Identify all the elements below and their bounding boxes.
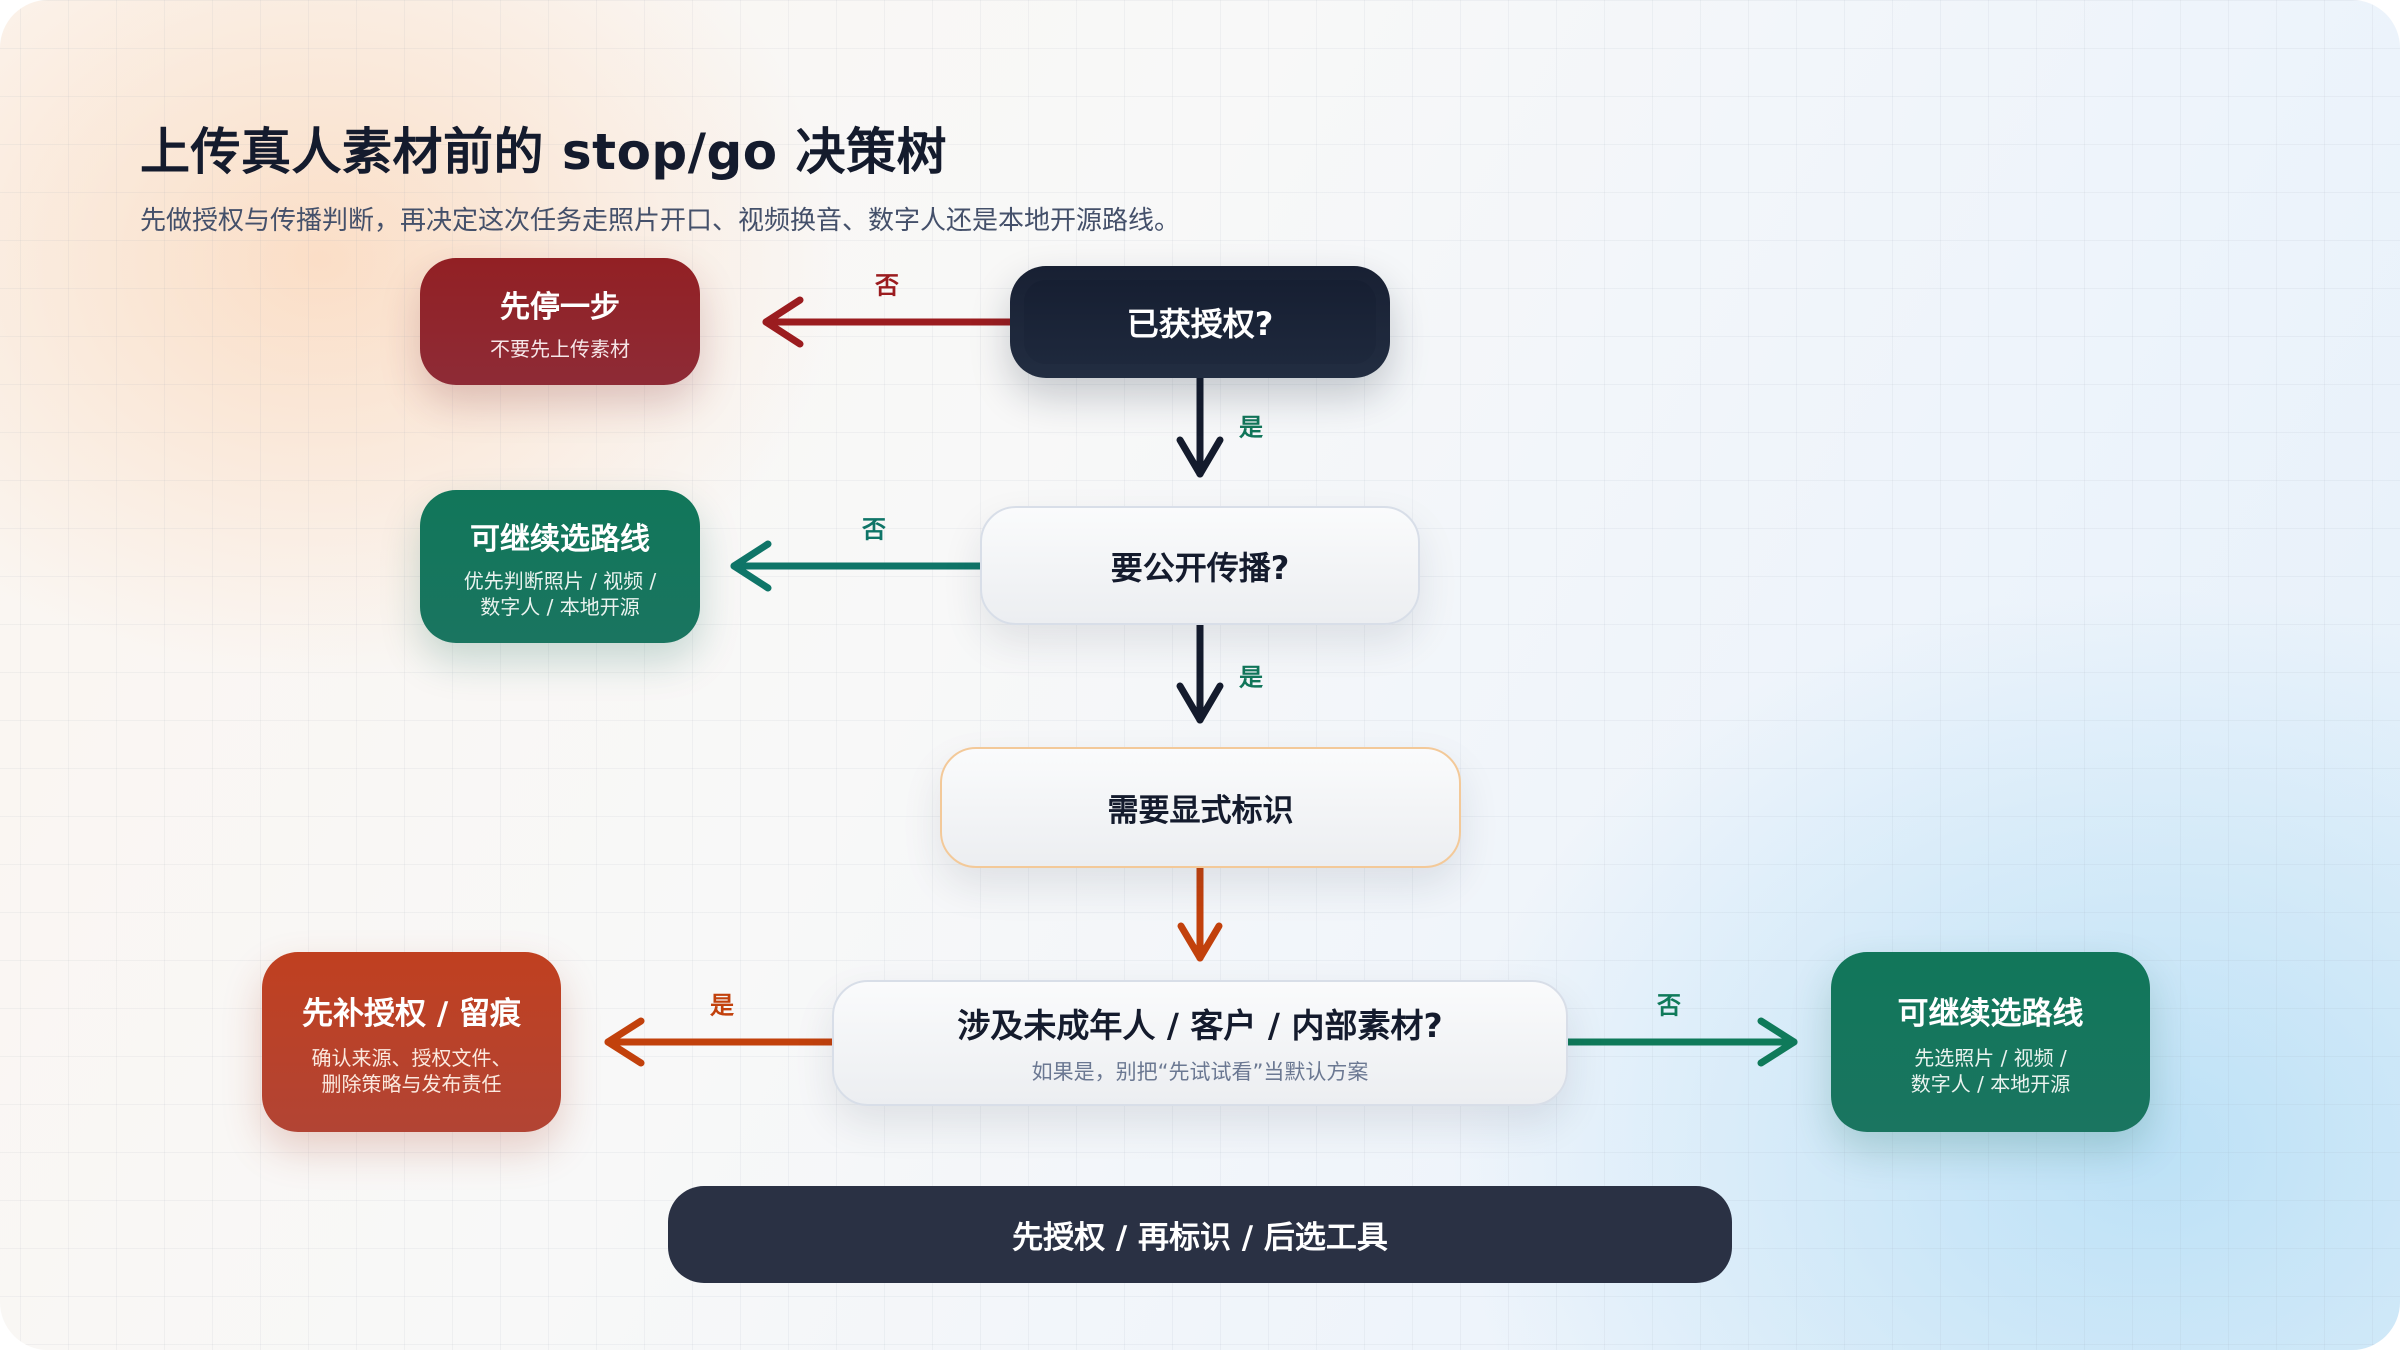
node-route-public[interactable]: 可继续选路线 先选照片 / 视频 / 数字人 / 本地开源 xyxy=(1831,952,2150,1132)
edge-label-yes: 是 xyxy=(1239,663,1263,692)
node-detail-line: 数字人 / 本地开源 xyxy=(1910,1071,2071,1096)
footer-label: 先授权 / 再标识 / 后选工具 xyxy=(1012,1220,1388,1256)
arrowhead-down-icon xyxy=(1177,922,1223,962)
node-label: 先补授权 / 留痕 xyxy=(302,995,521,1032)
node-sensitive[interactable]: 涉及未成年人 / 客户 / 内部素材? 如果是，别把“先试试看”当默认方案 xyxy=(832,980,1568,1106)
node-label: 可继续选路线 xyxy=(1897,995,2084,1032)
page-subtitle: 先做授权与传播判断，再决定这次任务走照片开口、视频换音、数字人还是本地开源路线。 xyxy=(140,206,1181,236)
page-title: 上传真人素材前的 stop/go 决策树 xyxy=(140,123,948,181)
arrowhead-down-icon xyxy=(1176,436,1224,478)
node-label-required[interactable]: 需要显式标识 xyxy=(940,747,1461,868)
node-label: 已获授权? xyxy=(1126,305,1274,343)
node-stop[interactable]: 先停一步 不要先上传素材 xyxy=(420,258,700,385)
arrowhead-down-icon xyxy=(1176,682,1224,724)
node-public[interactable]: 要公开传播? xyxy=(980,506,1420,625)
node-detail-line: 数字人 / 本地开源 xyxy=(480,594,640,619)
edge-label-yes: 是 xyxy=(1239,413,1263,442)
node-remediate[interactable]: 先补授权 / 留痕 确认来源、授权文件、 删除策略与发布责任 xyxy=(262,952,561,1132)
edge-sensitive-no xyxy=(1562,1017,1798,1067)
node-label: 先停一步 xyxy=(500,289,620,325)
node-detail: 不要先上传素材 xyxy=(490,336,630,361)
edge-authorized-no xyxy=(762,296,1014,348)
edge-label-no: 否 xyxy=(862,515,886,544)
node-route-private[interactable]: 可继续选路线 优先判断照片 / 视频 / 数字人 / 本地开源 xyxy=(420,490,700,643)
node-detail-line: 确认来源、授权文件、 xyxy=(311,1045,512,1070)
footer-summary-bar: 先授权 / 再标识 / 后选工具 xyxy=(668,1186,1732,1283)
node-authorized[interactable]: 已获授权? xyxy=(1010,266,1390,378)
arrowhead-left-icon xyxy=(762,296,804,348)
edge-public-yes xyxy=(1176,621,1224,724)
node-label: 可继续选路线 xyxy=(470,521,650,557)
edge-sensitive-yes xyxy=(604,1017,836,1067)
node-detail-line: 先选照片 / 视频 / xyxy=(1914,1045,2067,1070)
node-label: 涉及未成年人 / 客户 / 内部素材? xyxy=(957,1006,1443,1046)
node-label: 要公开传播? xyxy=(1110,548,1290,587)
node-detail-line: 优先判断照片 / 视频 / xyxy=(463,568,657,593)
edge-public-no xyxy=(730,540,984,592)
node-label: 需要显式标识 xyxy=(1107,793,1294,829)
arrowhead-left-icon xyxy=(730,540,772,592)
arrowhead-right-icon xyxy=(1757,1017,1798,1067)
edge-label-no: 否 xyxy=(1657,991,1681,1020)
edge-label-no: 否 xyxy=(875,271,899,300)
arrowhead-left-icon xyxy=(604,1017,645,1067)
edge-authorized-yes xyxy=(1176,374,1224,478)
edge-label-to-sensitive xyxy=(1177,864,1223,962)
node-detail: 如果是，别把“先试试看”当默认方案 xyxy=(1031,1060,1369,1085)
edge-label-yes: 是 xyxy=(710,991,734,1020)
node-detail-line: 删除策略与发布责任 xyxy=(321,1071,502,1096)
